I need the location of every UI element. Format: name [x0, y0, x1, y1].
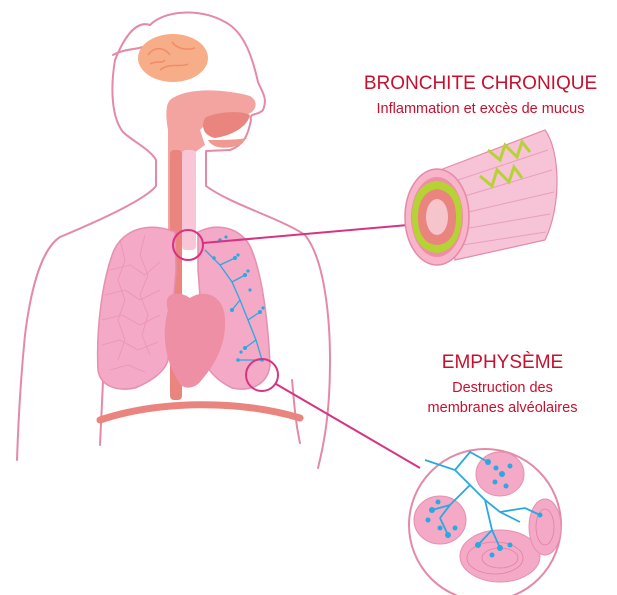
- emphysema-title: EMPHYSÈME: [400, 352, 605, 374]
- emphysema-subtitle-line2: membranes alvéolaires: [400, 400, 605, 416]
- brain: [138, 34, 208, 82]
- bronchitis-subtitle: Inflammation et excès de mucus: [348, 101, 613, 117]
- bronchitis-title: BRONCHITE CHRONIQUE: [348, 73, 613, 95]
- emphysema-subtitle-line1: Destruction des: [400, 380, 605, 396]
- diaphragm: [100, 405, 300, 420]
- bronchus-inset: [405, 130, 557, 265]
- emphysema-inset: [409, 449, 561, 595]
